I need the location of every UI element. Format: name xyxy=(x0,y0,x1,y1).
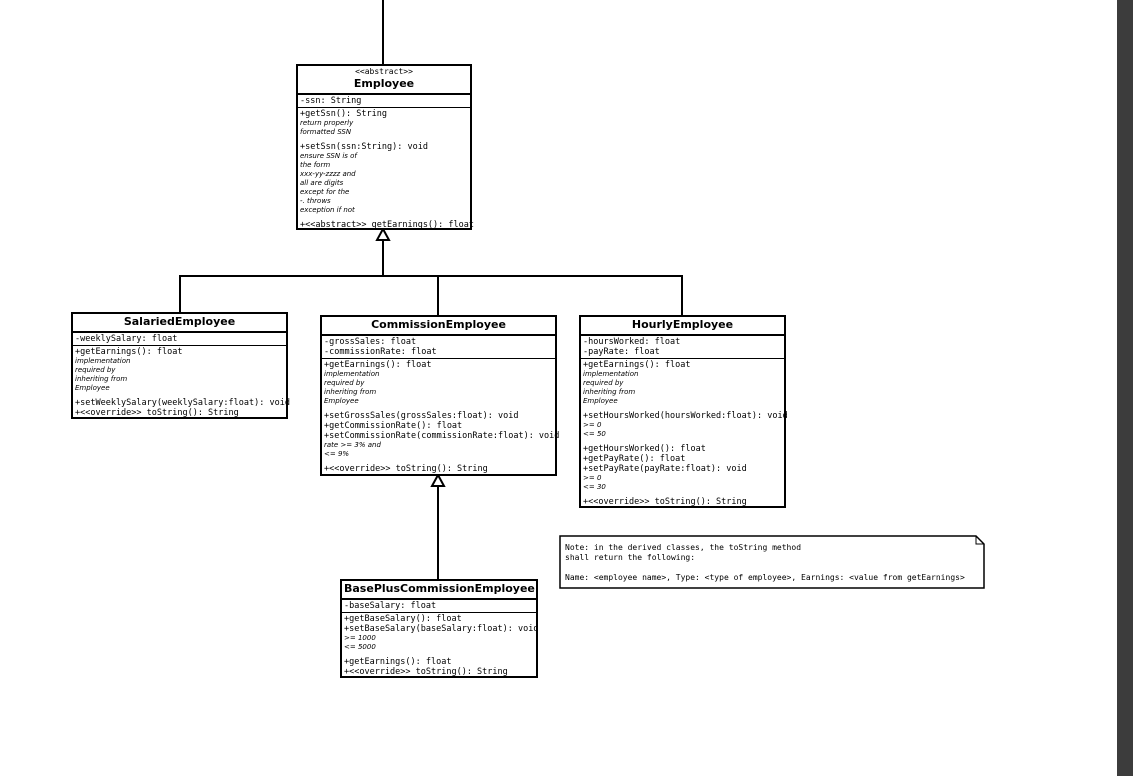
operation: +setGrossSales(grossSales:float): void xyxy=(324,411,519,421)
class-header: SalariedEmployee xyxy=(73,314,286,333)
operation: +setHoursWorked(hoursWorked:float): void xyxy=(583,411,788,421)
operation-note: xxx-yy-zzzz and xyxy=(300,170,356,178)
class-base-plus-commission-employee: BasePlusCommissionEmployee -baseSalary: f… xyxy=(340,579,538,678)
class-commission-employee: CommissionEmployee -grossSales: float-com… xyxy=(320,315,560,476)
operation-note: required by xyxy=(75,366,116,374)
operation-note: >= 0 xyxy=(583,474,602,482)
class-header: BasePlusCommissionEmployee xyxy=(342,581,536,600)
operation: +getEarnings(): float xyxy=(75,347,183,357)
operation-note: <= 30 xyxy=(583,483,606,491)
operation-note: implementation xyxy=(324,370,380,378)
operation-note: required by xyxy=(324,379,365,387)
operation: +setPayRate(payRate:float): void xyxy=(583,464,747,474)
class-header: CommissionEmployee xyxy=(322,317,555,336)
attribute: -ssn: String xyxy=(300,96,362,106)
operation-note: Employee xyxy=(75,384,110,392)
note-line: Name: <employee name>, Type: <type of em… xyxy=(565,573,965,582)
stereotype-label: <<abstract>> xyxy=(355,67,413,76)
operations-section: +getBaseSalary(): float+setBaseSalary(ba… xyxy=(342,613,539,678)
inheritance-arrowhead-employee xyxy=(375,226,391,241)
operation: +getHoursWorked(): float xyxy=(583,444,706,454)
attributes-section: -grossSales: float-commissionRate: float xyxy=(322,336,555,359)
operation-note: Employee xyxy=(583,397,618,405)
operation-note: except for the xyxy=(300,188,350,196)
operation: +setCommissionRate(commissionRate:float)… xyxy=(324,431,560,441)
attribute: -payRate: float xyxy=(583,347,660,357)
operation-note: <= 50 xyxy=(583,430,606,438)
operation-note: all are digits xyxy=(300,179,344,187)
class-name: HourlyEmployee xyxy=(631,318,734,331)
attribute: -hoursWorked: float xyxy=(583,337,681,347)
class-name: BasePlusCommissionEmployee xyxy=(344,582,535,595)
note-text: Note: in the derived classes, the toStri… xyxy=(565,543,965,583)
operation-note: >= 1000 xyxy=(344,634,376,642)
operation: +getCommissionRate(): float xyxy=(324,421,463,431)
operation: +<<override>> toString(): String xyxy=(344,667,508,677)
operation-note: the form xyxy=(300,161,331,169)
operation-note: <= 9% xyxy=(324,450,350,458)
note-line: Note: in the derived classes, the toStri… xyxy=(565,543,802,552)
operation-note: implementation xyxy=(75,357,131,365)
attributes-section: -weeklySalary: float xyxy=(73,333,286,346)
operation-note: >= 0 xyxy=(583,421,602,429)
operation-note: exception if not xyxy=(300,206,355,214)
class-salaried-employee: SalariedEmployee -weeklySalary: float +get… xyxy=(71,312,290,419)
operation: +getSsn(): String xyxy=(300,109,387,119)
attributes-section: -hoursWorked: float-payRate: float xyxy=(581,336,784,359)
operation-note: inheriting from xyxy=(75,375,128,383)
operation: +setSsn(ssn:String): void xyxy=(300,142,428,152)
operation: +setWeeklySalary(weeklySalary:float): vo… xyxy=(75,398,290,408)
operation-note: Employee xyxy=(324,397,359,405)
class-employee: <<abstract>>Employee-ssn: String+getSsn(… xyxy=(296,64,474,231)
operation-note: implementation xyxy=(583,370,639,378)
attribute: -baseSalary: float xyxy=(344,601,437,611)
attributes-section: -baseSalary: float xyxy=(342,600,536,613)
operation-note: required by xyxy=(583,379,624,387)
operation: +<<override>> toString(): String xyxy=(583,497,747,507)
inheritance-arrowhead-commission xyxy=(430,472,446,487)
attributes-section: -ssn: String xyxy=(298,95,470,108)
operation: +<<override>> toString(): String xyxy=(75,408,239,418)
class-name: SalariedEmployee xyxy=(123,315,236,328)
note-shape xyxy=(559,535,985,589)
operation-note: formatted SSN xyxy=(300,128,352,136)
operation-note: -. throws xyxy=(300,197,331,205)
operation: +getBaseSalary(): float xyxy=(344,614,462,624)
operation-note: ensure SSN is of xyxy=(300,152,357,160)
attribute: -grossSales: float xyxy=(324,337,417,347)
attribute: -weeklySalary: float xyxy=(75,334,178,344)
attribute: -commissionRate: float xyxy=(324,347,437,357)
class-header: <<abstract>>Employee xyxy=(298,66,470,95)
note-line: shall return the following: xyxy=(565,553,696,562)
class-header: HourlyEmployee xyxy=(581,317,784,336)
operation: +getPayRate(): float xyxy=(583,454,686,464)
operation: +getEarnings(): float xyxy=(324,360,432,370)
operation-note: inheriting from xyxy=(324,388,377,396)
class-hourly-employee: HourlyEmployee -hoursWorked: float-payRat… xyxy=(579,315,788,508)
operation: +getEarnings(): float xyxy=(344,657,452,667)
class-name: CommissionEmployee xyxy=(371,318,506,331)
operation-note: rate >= 3% and xyxy=(324,441,381,449)
operation-note: return properly xyxy=(300,119,354,127)
operation: +<<abstract>> getEarnings(): float xyxy=(300,220,474,230)
vertical-scrollbar[interactable] xyxy=(1117,0,1133,776)
operation-note: inheriting from xyxy=(583,388,636,396)
note-line xyxy=(565,563,965,573)
note-box: Note: in the derived classes, the toStri… xyxy=(559,535,985,589)
operation-note: <= 5000 xyxy=(344,643,376,651)
operation: +getEarnings(): float xyxy=(583,360,691,370)
operation: +setBaseSalary(baseSalary:float): void xyxy=(344,624,539,634)
class-name: Employee xyxy=(353,77,415,90)
operation: +<<override>> toString(): String xyxy=(324,464,488,474)
